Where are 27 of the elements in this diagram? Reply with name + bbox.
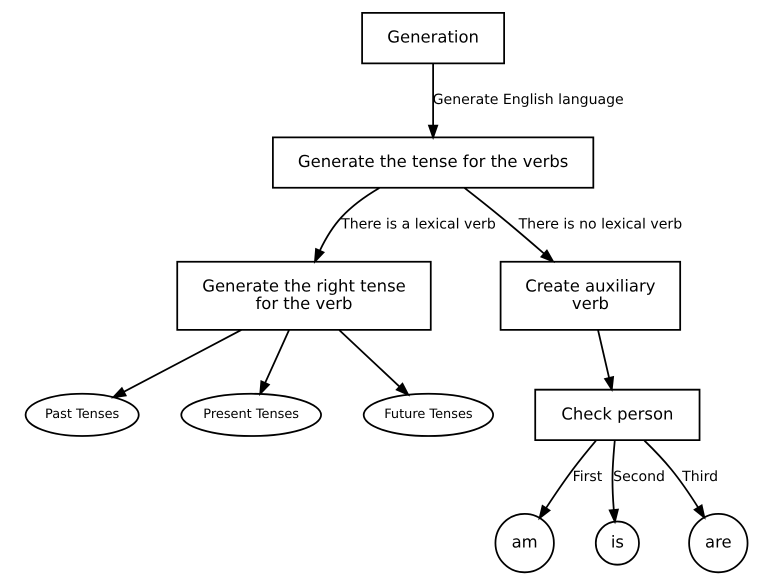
edge-label: Second (612, 468, 665, 485)
edge-label: Generate English language (432, 92, 624, 108)
edge-label: There is no lexical verb (518, 216, 682, 232)
arrow (464, 187, 554, 264)
node-box: Generate the right tense for the verb (176, 260, 432, 331)
node-circle: are (688, 512, 748, 574)
edge-label: There is a lexical verb (340, 216, 496, 232)
node-box: Generation (360, 12, 504, 64)
node-circle: is (594, 520, 640, 566)
arrow (258, 330, 290, 396)
node-box: Check person (534, 388, 700, 442)
node-box: Create auxiliary verb (499, 260, 681, 331)
edge-label: Third (682, 468, 718, 485)
arrow (608, 440, 619, 524)
arrow (110, 329, 242, 399)
arrow (643, 440, 706, 520)
edge-label: First (572, 468, 602, 485)
arrow (338, 329, 410, 397)
node-circle: am (494, 512, 554, 574)
node-ellipse: Future Tenses (362, 392, 494, 437)
arrow (427, 63, 438, 140)
arrow (313, 187, 380, 264)
node-ellipse: Past Tenses (24, 392, 140, 437)
node-ellipse: Present Tenses (180, 392, 322, 437)
arrow (596, 330, 614, 392)
node-box: Generate the tense for the verbs (272, 136, 594, 189)
arrow (538, 440, 596, 520)
